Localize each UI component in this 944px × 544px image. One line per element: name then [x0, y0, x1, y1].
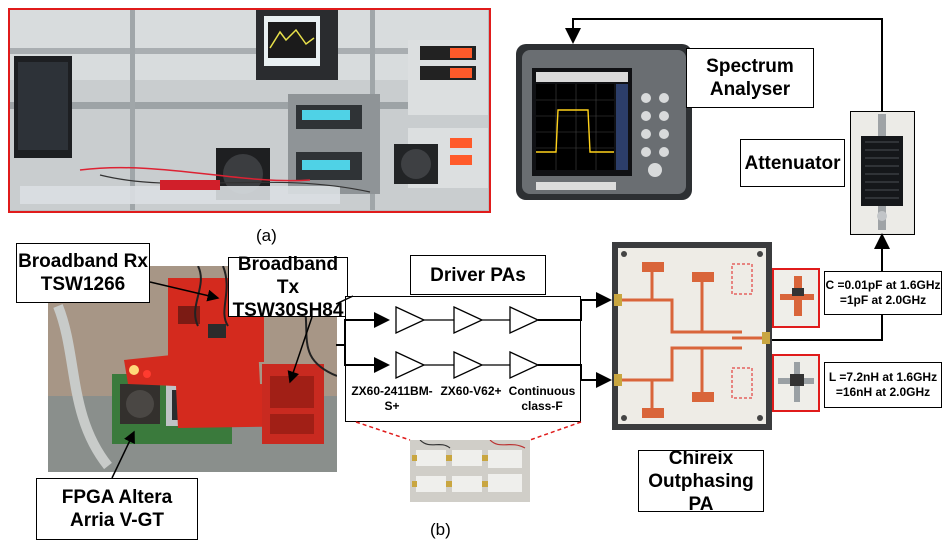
capacitor-line2: =1pF at 2.0GHz: [839, 293, 927, 307]
attenuator-label: Attenuator: [740, 139, 845, 187]
broadband-tx-line2: TSW30SH84: [232, 299, 344, 321]
spectrum-analyser-label: Spectrum Analyser: [686, 48, 814, 108]
broadband-tx-line1: Broadband Tx: [237, 253, 339, 298]
amp-label-1-line1: ZX60-2411BM-: [351, 384, 433, 398]
caption-b: (b): [430, 520, 451, 539]
spectrum-analyser-line1: Spectrum: [706, 56, 794, 77]
broadband-tx-label: Broadband Tx TSW30SH84: [228, 254, 348, 321]
amp-label-1: ZX60-2411BM- S+: [350, 384, 434, 414]
capacitor-line1: C =0.01pF at 1.6GHz: [825, 278, 941, 292]
spectrum-analyser-line2: Analyser: [709, 79, 791, 100]
fpga-line2: Arria V-GT: [70, 510, 164, 531]
inductor-value-label: L =7.2nH at 1.6GHz =16nH at 2.0GHz: [824, 362, 942, 408]
broadband-rx-line2: TSW1266: [40, 274, 126, 295]
fpga-line1: FPGA Altera: [61, 487, 173, 508]
fpga-label: FPGA Altera Arria V-GT: [36, 478, 198, 540]
amp-label-3: Continuous class-F: [506, 384, 578, 414]
chireix-pa-board-photo: [612, 242, 772, 430]
chireix-line2: Outphasing PA: [648, 470, 754, 515]
capacitor-inset-photo: [772, 268, 820, 328]
attenuator-photo: [850, 111, 915, 235]
inductor-inset-photo: [772, 354, 820, 412]
amp-label-1-line2: S+: [384, 399, 400, 413]
chireix-pa-label: Chireix Outphasing PA: [638, 447, 764, 515]
capacitor-value-label: C =0.01pF at 1.6GHz =1pF at 2.0GHz: [824, 271, 942, 315]
driver-pas-label: Driver PAs: [410, 255, 546, 295]
amp-label-2-line1: ZX60-V62+: [440, 384, 502, 398]
amp-label-3-line2: class-F: [521, 399, 563, 413]
broadband-rx-label: Broadband Rx TSW1266: [16, 243, 150, 303]
amp-label-2: ZX60-V62+: [438, 384, 504, 399]
broadband-rx-line1: Broadband Rx: [18, 251, 148, 272]
lab-bench-photo: [8, 8, 491, 213]
amp-label-3-line1: Continuous: [508, 384, 576, 398]
attenuator-text: Attenuator: [744, 152, 841, 174]
zoom-line-right: [529, 421, 582, 441]
chireix-line1: Chireix: [668, 447, 734, 469]
driver-pa-inset-photo: [410, 440, 530, 502]
zoom-line-left: [355, 421, 411, 441]
spectrum-analyser-photo: [516, 40, 692, 200]
inductor-line2: =16nH at 2.0GHz: [835, 385, 931, 399]
inductor-line1: L =7.2nH at 1.6GHz: [828, 370, 938, 384]
caption-a: (a): [256, 226, 277, 245]
driver-pas-text: Driver PAs: [430, 264, 526, 286]
